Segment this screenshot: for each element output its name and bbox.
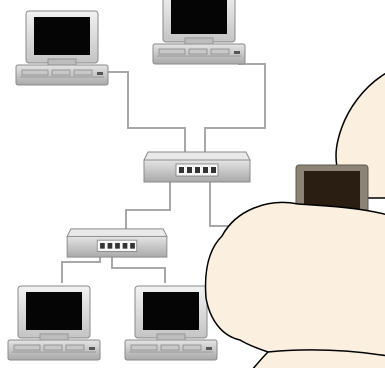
network-hub-icon <box>67 229 167 257</box>
computer-icon <box>153 0 245 64</box>
cable-pc-top-center-to-hub-upper <box>205 64 265 152</box>
cloud-front <box>206 202 385 368</box>
cable-hub-upper-to-hub-lower <box>126 178 170 229</box>
computer-icon <box>16 11 108 85</box>
computer-icon <box>125 286 217 360</box>
network-hub-icon <box>144 152 250 182</box>
computer-icon <box>8 286 100 360</box>
